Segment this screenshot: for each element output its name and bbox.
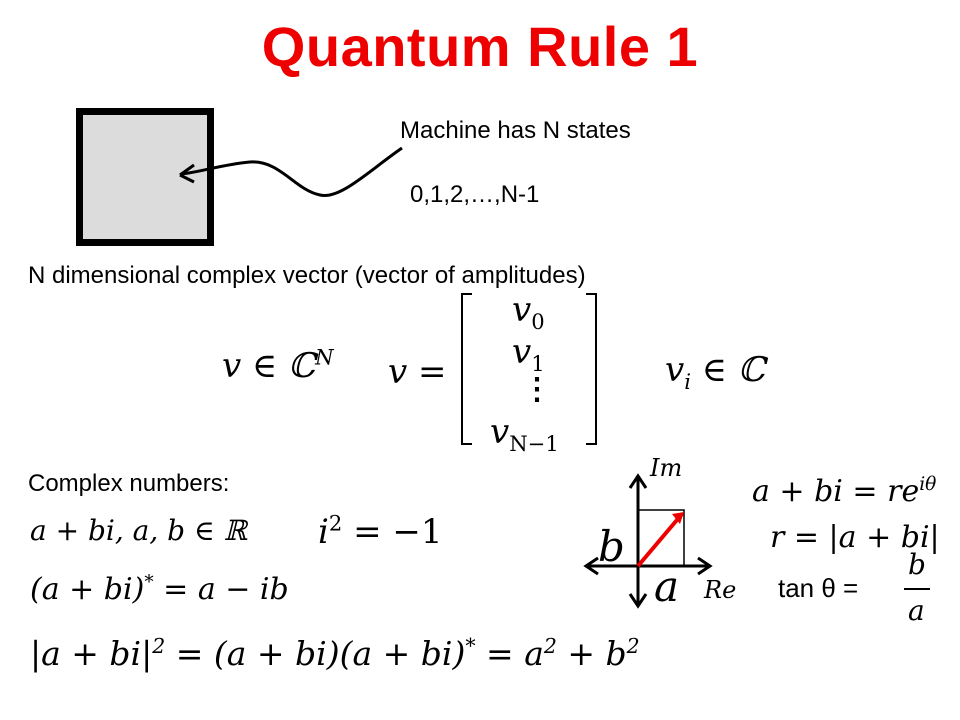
eq-i-squared: i2 = −1 — [318, 510, 443, 552]
machine-arrow — [179, 146, 403, 198]
v-equals: v = — [388, 352, 447, 392]
eq-modulus: |a + bi|2 = (a + bi)(a + bi)* = a2 + b2 — [30, 634, 640, 673]
im-axis-label: Im — [650, 454, 683, 482]
eq-conjugate: (a + bi)* = a − ib — [30, 572, 289, 607]
a-component-label: a — [654, 562, 680, 611]
eq-tan: tan θ = — [778, 573, 859, 603]
vector-entry-n: vN−1 — [490, 412, 559, 456]
b-component-label: b — [598, 522, 625, 571]
vector-entry-1: v1 — [512, 332, 545, 376]
slide-title: Quantum Rule 1 — [261, 15, 699, 78]
complex-vector — [636, 512, 684, 568]
complex-heading: Complex numbers: — [28, 470, 230, 497]
eq-polar: a + bi = reiθ — [752, 474, 937, 509]
states-label: 0,1,2,…,N-1 — [410, 181, 540, 208]
vi-in-c: vi ∈ ℂ — [665, 350, 765, 394]
machine-label: Machine has N states — [400, 117, 631, 144]
vector-brackets — [461, 293, 597, 445]
eq-r-modulus: r = |a + bi| — [770, 520, 940, 555]
tan-numerator: b — [908, 548, 926, 581]
vector-entry-0: v0 — [512, 290, 545, 334]
tan-denominator: a — [908, 594, 925, 627]
v-in-cn: v ∈ ℂN — [222, 344, 334, 386]
re-axis-label: Re — [704, 576, 737, 604]
complex-plane — [583, 473, 713, 609]
machine-box — [76, 108, 214, 246]
vector-heading: N dimensional complex vector (vector of … — [28, 262, 586, 289]
vector-vdots: ⋮ — [522, 372, 552, 407]
eq-abi-real: a + bi, a, b ∈ ℝ — [30, 514, 247, 547]
tan-fraction-bar — [904, 588, 930, 590]
